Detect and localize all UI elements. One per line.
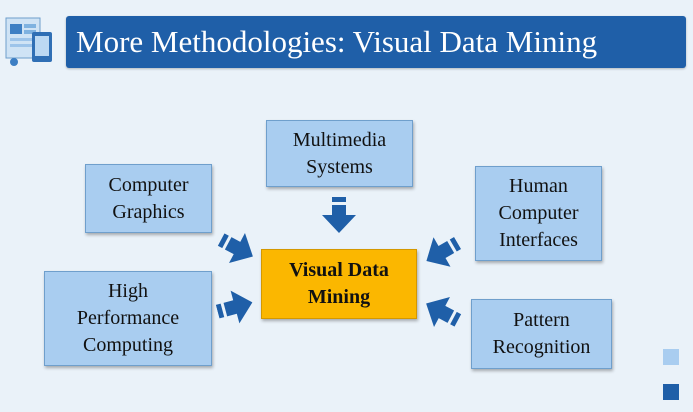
- node-label: Multimedia Systems: [292, 128, 387, 178]
- decorative-square-light: [663, 349, 679, 365]
- arrow-from-pattern-recognition: [426, 296, 462, 328]
- arrow-from-hci: [426, 236, 462, 267]
- node-high-performance-computing: High Performance Computing: [44, 271, 212, 366]
- arrow-from-computer-graphics: [217, 232, 253, 264]
- arrow-from-multimedia: [322, 197, 356, 233]
- node-human-computer-interfaces: Human Computer Interfaces: [475, 166, 602, 261]
- title-bar: More Methodologies: Visual Data Mining: [66, 16, 686, 68]
- node-label: High Performance Computing: [76, 280, 180, 356]
- decorative-square-dark: [663, 384, 679, 400]
- node-computer-graphics: Computer Graphics: [85, 164, 212, 233]
- node-pattern-recognition: Pattern Recognition: [471, 299, 612, 369]
- node-label: Pattern Recognition: [492, 309, 591, 358]
- node-label: Human Computer Interfaces: [498, 175, 579, 251]
- center-node-visual-data-mining: Visual Data Mining: [261, 249, 417, 319]
- node-label: Computer Graphics: [108, 173, 189, 223]
- node-multimedia-systems: Multimedia Systems: [266, 120, 413, 187]
- presentation-logo-icon: [5, 17, 52, 66]
- arrow-from-hpc: [215, 290, 253, 324]
- center-label: Visual Data Mining: [289, 259, 389, 308]
- page-title: More Methodologies: Visual Data Mining: [76, 24, 598, 59]
